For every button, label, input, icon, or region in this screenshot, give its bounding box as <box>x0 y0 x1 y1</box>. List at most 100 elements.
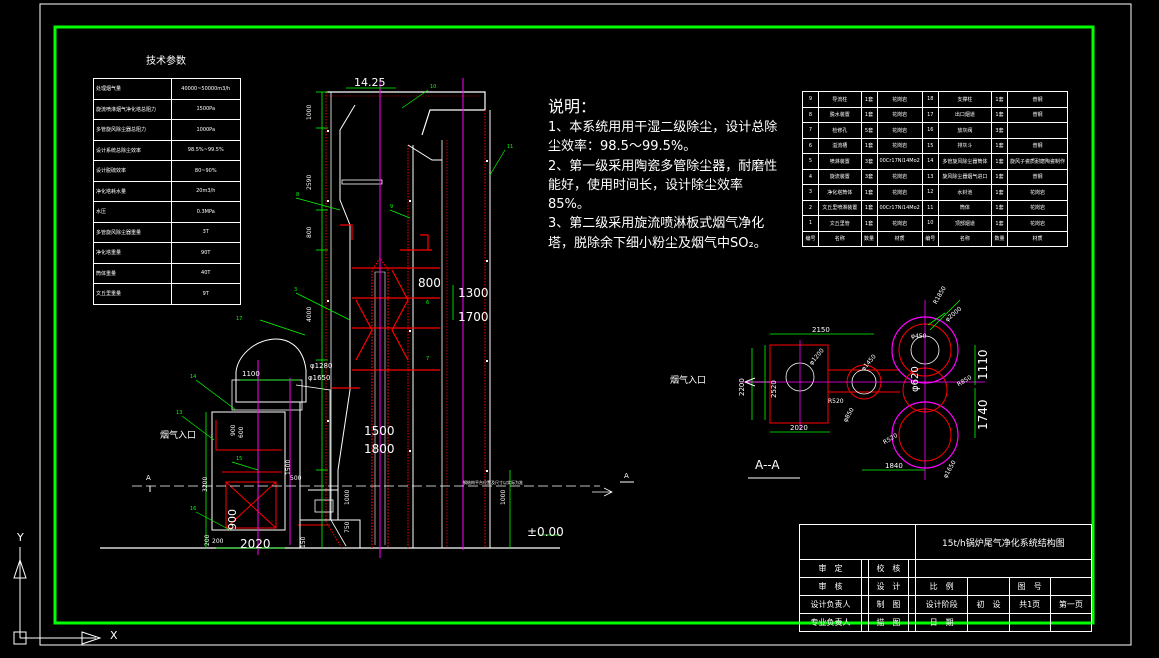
tb-r3-7: 第一页 <box>1049 595 1093 614</box>
tb-r3-6: 共1页 <box>1008 595 1051 614</box>
flue-inlet-side-label: 烟气入口 <box>160 431 197 441</box>
dim-v800: 800 <box>306 226 313 238</box>
leader-9: 9 <box>390 204 394 210</box>
parts-cell: 9 <box>802 91 819 108</box>
section-mark-right: A <box>624 472 629 480</box>
parts-cell: 12 <box>921 184 939 201</box>
plan-view <box>740 299 985 480</box>
tb-r4-0: 专业负责人 <box>798 613 863 632</box>
tech-value: 3T <box>170 221 242 243</box>
parts-cell: 1套 <box>860 184 878 201</box>
tech-label: 多管旋风除尘器重量 <box>93 221 172 243</box>
plan-dim-1740: 1740 <box>976 399 990 430</box>
dim-n600: 600 <box>238 426 245 438</box>
plan-dim-d450: φ450 <box>911 333 927 340</box>
plan-dim-2520: 2520 <box>770 380 778 398</box>
ucs-icon <box>13 547 102 645</box>
parts-cell: 放灰阀 <box>937 122 992 139</box>
parts-cell: 花岗岩 <box>876 106 923 123</box>
tb-r2-5 <box>967 577 1010 596</box>
tech-value: 1000Pa <box>170 119 242 141</box>
parts-cell: 花岗岩 <box>876 184 923 201</box>
parts-cell: 3套 <box>860 168 878 185</box>
parts-cell: 编号 <box>921 230 939 247</box>
parts-cell: 数量 <box>990 230 1008 247</box>
tb-r3-5: 初 设 <box>967 595 1010 614</box>
plan-dim-2020: 2020 <box>790 424 808 432</box>
flue-inlet-plan-label: 烟气入口 <box>670 376 707 386</box>
tech-value: 9T <box>170 283 242 305</box>
tb-r4-7 <box>1049 613 1093 632</box>
note-line-2: 2、第一级采用陶瓷多管除尘器，耐磨性能好，使用时间长，设计除尘效率85%。 <box>548 158 778 213</box>
tech-value: 20m3/h <box>170 180 242 202</box>
parts-cell <box>1006 122 1069 139</box>
dim-b2020: 2020 <box>240 537 271 551</box>
parts-cell: 旋风子瓷质耐磨陶瓷制作 <box>1006 153 1069 170</box>
tb-r4-3 <box>907 613 916 632</box>
dim-v1000c: 1000 <box>500 489 507 505</box>
tech-label: 设计系统总除尘效率 <box>93 139 172 161</box>
tech-label: 多管旋风除尘器总阻力 <box>93 119 172 141</box>
tech-value: 90T <box>170 242 242 264</box>
tech-label: 文丘里重量 <box>93 283 172 305</box>
leader-15: 15 <box>236 456 243 462</box>
parts-cell: 花岗岩 <box>876 215 923 232</box>
parts-cell: 7 <box>802 122 819 139</box>
dim-w1650: φ1650 <box>308 374 331 382</box>
tech-value: 0.3MPa <box>170 201 242 223</box>
leader-11: 11 <box>507 144 514 150</box>
tech-value: 80~90% <box>170 160 242 182</box>
parts-cell: 1套 <box>860 91 878 108</box>
leader-14: 14 <box>190 374 197 380</box>
parts-cell: 4 <box>802 168 819 185</box>
parts-cell: 出口烟道 <box>937 106 992 123</box>
parts-cell: 5套 <box>860 122 878 139</box>
tech-label: 处理烟气量 <box>93 78 172 100</box>
plan-dim-2200: 2200 <box>738 378 746 396</box>
tb-r4-5 <box>967 613 1010 632</box>
parts-cell: 6 <box>802 137 819 154</box>
tb-r2-6: 图 号 <box>1008 577 1051 596</box>
leader-8: 8 <box>296 192 300 198</box>
parts-cell: 3 <box>802 184 819 201</box>
tech-label: 净化塔重量 <box>93 242 172 264</box>
parts-cell: 名称 <box>937 230 992 247</box>
parts-cell: 13 <box>921 168 939 185</box>
dim-b900: 900 <box>226 509 239 530</box>
drawing-title: 15t/h锅炉尾气净化系统结构图 <box>914 524 1093 560</box>
parts-cell: 材质 <box>876 230 923 247</box>
leader-17: 17 <box>236 316 243 322</box>
parts-cell: 普钢 <box>1006 91 1069 108</box>
tb-r2-3 <box>907 577 916 596</box>
parts-cell: 普钢 <box>1006 106 1069 123</box>
parts-cell: 普钢 <box>1006 168 1069 185</box>
plan-dim-1110: 1110 <box>976 349 990 380</box>
tech-label: 旋流喷淋烟气净化塔总阻力 <box>93 98 172 120</box>
parts-cell: 1套 <box>990 168 1008 185</box>
parts-cell: 文丘里管 <box>817 215 862 232</box>
plan-dim-2150: 2150 <box>812 326 830 334</box>
leader-10: 10 <box>430 84 437 90</box>
tb-r3-0: 设计负责人 <box>798 595 863 614</box>
elevation-view <box>100 78 634 558</box>
parts-cell: 1 <box>802 215 819 232</box>
parts-cell: 导流柱 <box>817 91 862 108</box>
parts-cell: 检修孔 <box>817 122 862 139</box>
notes-title: 说明： <box>548 97 597 116</box>
tb-r2-4: 比 例 <box>914 577 969 596</box>
parts-cell: 1套 <box>860 137 878 154</box>
plan-dim-r520: R520 <box>828 398 844 405</box>
tech-params-title: 技术参数 <box>146 56 186 67</box>
parts-cell: 18 <box>921 91 939 108</box>
